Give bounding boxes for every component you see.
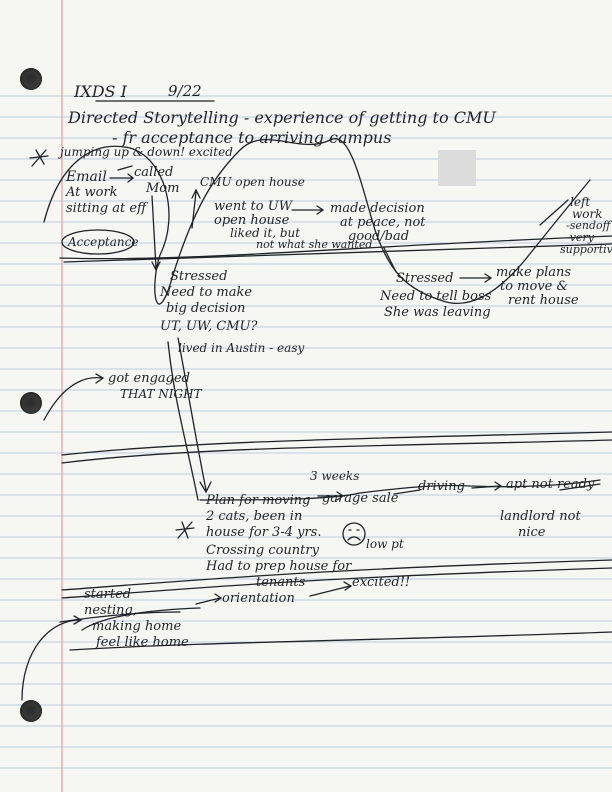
note-apt-not-ready: apt not ready [506, 477, 595, 492]
note-sitting: sitting at eff [66, 201, 147, 216]
note-open-house: open house [214, 213, 290, 228]
note-nice: nice [518, 525, 546, 540]
note-at-work: At work [66, 185, 118, 200]
note-called: called [134, 165, 174, 180]
note-stressed-1: Stressed [170, 269, 228, 284]
note-that-night: THAT NIGHT [120, 387, 202, 401]
note-acceptance: Acceptance [68, 235, 139, 249]
note-good-bad: good/bad [348, 229, 410, 244]
course-label: IXDS I [74, 82, 127, 101]
binder-hole-middle [20, 392, 42, 414]
note-cmu-open-house: CMU open house [200, 175, 305, 189]
note-mom: Mom [146, 181, 180, 196]
note-went-to-uw: went to UW [214, 199, 293, 214]
note-liked-it: liked it, but [230, 226, 301, 240]
note-big-decision: big decision [166, 301, 246, 316]
page-title: Directed Storytelling - experience of ge… [68, 108, 496, 127]
binder-hole-bottom [20, 700, 42, 722]
note-make-plans: make plans [496, 265, 572, 280]
note-plan-for-moving: Plan for moving [206, 493, 311, 508]
note-to-move: to move & [500, 279, 569, 294]
binder-hole-top [20, 68, 42, 90]
note-made-decision: made decision [330, 201, 425, 216]
note-rent-house: rent house [508, 293, 579, 308]
note-email: Email [66, 169, 107, 185]
note-started: started [84, 587, 132, 602]
note-making-home: making home [92, 619, 182, 634]
note-lived-in-austin: lived in Austin - easy [178, 341, 305, 355]
note-had-to-prep: Had to prep house for [206, 559, 352, 574]
note-left: left [570, 195, 591, 209]
note-at-peace: at peace, not [340, 215, 426, 230]
note-very: -very [566, 231, 594, 244]
note-garage-sale: garage sale [322, 491, 399, 506]
note-crossing-country: Crossing country [206, 543, 319, 558]
note-orientation: orientation [222, 591, 295, 606]
note-supportive: supportive [560, 243, 612, 256]
note-jumping: jumping up & down! excited [60, 145, 233, 159]
redaction-patch [438, 150, 476, 186]
note-stressed-2: Stressed [396, 271, 454, 286]
note-house-for: house for 3-4 yrs. [206, 525, 322, 540]
note-excited: excited!! [352, 575, 411, 590]
note-low-pt: low pt [366, 537, 404, 551]
note-two-cats: 2 cats, been in [206, 509, 303, 524]
note-need-to-tell: Need to tell boss [380, 289, 492, 304]
note-need-to-make: Need to make [160, 285, 253, 300]
note-three-weeks: 3 weeks [310, 469, 360, 483]
note-she-was-leaving: She was leaving [384, 305, 491, 320]
note-feel-like-home: feel like home [96, 635, 189, 650]
note-tenants: tenants [256, 575, 306, 590]
note-nesting: nesting, [84, 603, 137, 618]
note-work: work [572, 207, 603, 221]
note-got-engaged: got engaged [108, 371, 190, 386]
date-label: 9/22 [168, 82, 202, 100]
page-subtitle: - fr acceptance to arriving campus [112, 128, 392, 147]
note-sendoff: -sendoff [566, 219, 611, 232]
note-not-what-wanted: not what she wanted [256, 238, 373, 251]
note-landlord: landlord not [500, 509, 581, 524]
note-options: UT, UW, CMU? [160, 319, 258, 334]
note-driving: driving [418, 479, 465, 494]
